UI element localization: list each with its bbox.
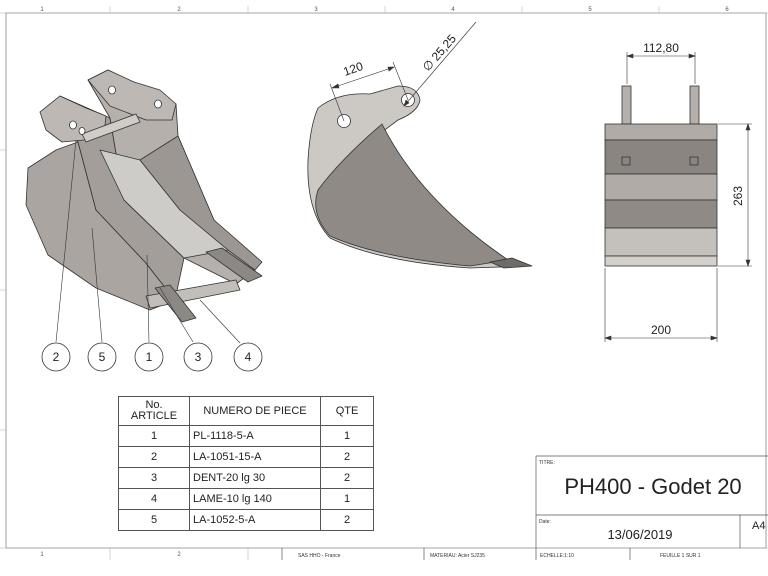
bom-part-number: LAME-10 lg 140: [189, 488, 321, 510]
bom-part-number: DENT-20 lg 30: [189, 467, 321, 489]
bom-item-no: 1: [118, 425, 190, 447]
front-band: [604, 123, 718, 141]
bom-item-no: 5: [118, 509, 190, 531]
slot: [621, 156, 631, 166]
drawing-title: PH400 - Godet 20: [564, 474, 742, 499]
bucket-front-view: [604, 85, 718, 267]
lug-plate-right: [87, 69, 177, 121]
zone-dividers: [0, 6, 660, 560]
pin-hole: [78, 127, 86, 135]
bom-part-number: LA-1051-15-A: [189, 446, 321, 468]
dim-lug-spacing: 112,80: [643, 41, 679, 55]
title-block-frame: [281, 455, 768, 560]
side-plate-right: [139, 135, 263, 271]
dim-pin-diameter: ∅ 25,25: [420, 31, 460, 73]
title-label: TITRE:: [539, 460, 555, 466]
tooth-left: [154, 284, 197, 323]
balloon: [233, 342, 263, 372]
front-band: [604, 199, 718, 229]
dim-height: 263: [731, 186, 745, 206]
balloon-label: 1: [146, 350, 153, 364]
bom-item-no: 4: [118, 488, 190, 510]
pin-hole: [69, 120, 77, 130]
bom-row: 4 LAME-10 lg 140 1: [118, 488, 374, 510]
zone-label-top: 6: [725, 7, 729, 13]
zone-label-top: 4: [451, 7, 455, 13]
front-band: [604, 173, 718, 201]
lug-left: [621, 85, 632, 125]
slot: [689, 156, 699, 166]
lug-right: [689, 85, 700, 125]
bom-row: 3 DENT-20 lg 30 2: [118, 467, 374, 489]
balloon: [87, 342, 117, 372]
front-dimensions: [604, 52, 752, 342]
balloon: [41, 342, 71, 372]
scale: ECHELLE:1:10: [540, 553, 574, 559]
balloon-label: 5: [99, 350, 106, 364]
bom-qty: 1: [320, 425, 374, 447]
bom-qty: 2: [320, 446, 374, 468]
zone-label-bottom: 1: [40, 552, 44, 558]
balloon: [183, 342, 213, 372]
bom-header-part-number: NUMERO DE PIECE: [189, 396, 321, 426]
balloon-leaders: [55, 139, 241, 344]
date-label: Date:: [539, 519, 551, 525]
bom-row: 2 LA-1051-15-A 2: [118, 446, 374, 468]
dim-pin-spacing: 120: [341, 59, 365, 79]
tooth: [489, 257, 533, 269]
tooth-right: [205, 247, 263, 283]
side-dimensions: [329, 21, 477, 122]
bom-header-item-no: No. ARTICLE: [118, 396, 190, 426]
bom-header-qty: QTE: [320, 396, 374, 426]
dim-width: 200: [651, 323, 671, 337]
bucket-isometric-view: [25, 69, 263, 323]
zone-label-top: 2: [177, 7, 181, 13]
balloon: [134, 342, 164, 372]
bom-qty: 2: [320, 467, 374, 489]
drawing-date: 13/06/2019: [607, 527, 673, 542]
bom-qty: 1: [320, 488, 374, 510]
sheet-size: A4: [752, 520, 766, 532]
balloon-label: 2: [53, 350, 60, 364]
zone-labels: 1 2 3 4 5 6 1 2: [40, 7, 729, 558]
company-name: SAS HHO - France: [298, 553, 341, 559]
pin-hole: [108, 85, 116, 95]
bom-item-no: 3: [118, 467, 190, 489]
bom-row: 1 PL-1118-5-A 1: [118, 425, 374, 447]
bom-row: 5 LA-1052-5-A 2: [118, 509, 374, 531]
zone-label-top: 1: [40, 7, 44, 13]
material: MATERIAU: Acier SJ235: [430, 553, 485, 559]
bom-qty: 2: [320, 509, 374, 531]
bom-part-number: PL-1118-5-A: [189, 425, 321, 447]
zone-label-top: 3: [314, 7, 318, 13]
zone-label-top: 5: [588, 7, 592, 13]
pin-hole: [154, 99, 162, 109]
bom-part-number: LA-1052-5-A: [189, 509, 321, 531]
cross-tube: [81, 113, 141, 143]
balloon-label: 4: [245, 350, 252, 364]
sheet-number: FEUILLE 1 SUR 1: [660, 553, 701, 559]
bill-of-materials: No. ARTICLE NUMERO DE PIECE QTE 1 PL-111…: [118, 396, 374, 531]
front-band: [604, 227, 718, 257]
balloon-label: 3: [195, 350, 202, 364]
blade-edge: [604, 255, 718, 267]
back-plate: [39, 95, 185, 301]
bucket-side-view: [307, 85, 533, 269]
bom-item-no: 2: [118, 446, 190, 468]
zone-label-bottom: 2: [177, 552, 181, 558]
